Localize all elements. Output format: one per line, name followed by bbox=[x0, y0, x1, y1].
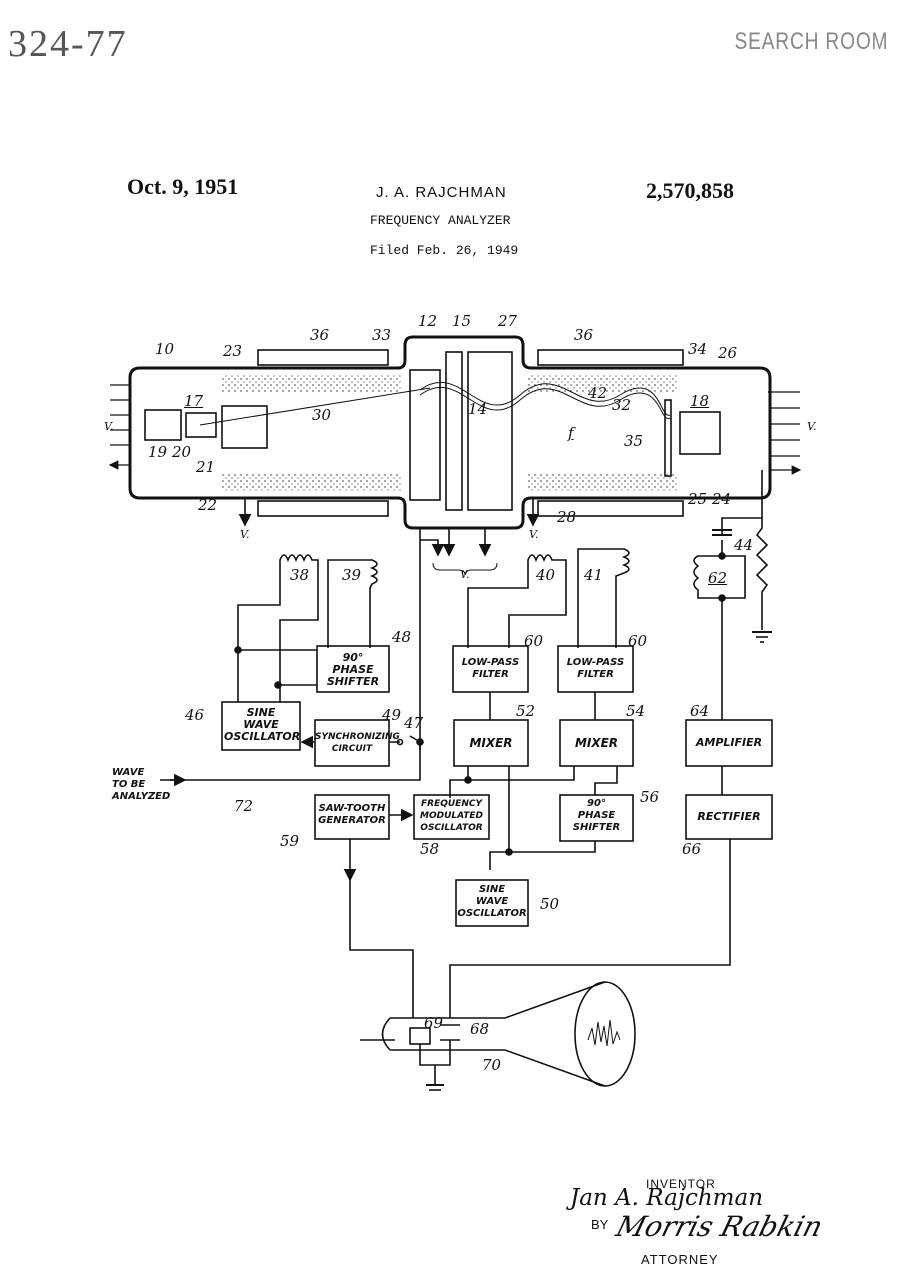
patent-number: 2,570,858 bbox=[646, 178, 734, 203]
inventor-name: J. A. RAJCHMAN bbox=[376, 184, 507, 201]
ref-26: 26 bbox=[718, 344, 738, 362]
ref-44: 44 bbox=[734, 536, 754, 554]
ref-66: 66 bbox=[682, 840, 702, 858]
ref-64: 64 bbox=[690, 702, 710, 720]
mixer-52-label: MIXER bbox=[469, 736, 513, 750]
ref-34: 34 bbox=[688, 340, 708, 358]
ref-28: 28 bbox=[557, 508, 577, 526]
amplifier-label: AMPLIFIER bbox=[695, 736, 763, 749]
mixer-54-label: MIXER bbox=[574, 736, 619, 750]
tube-envelope bbox=[110, 335, 800, 530]
voltage-label-target: V. bbox=[460, 568, 470, 581]
coil-36-left-bottom bbox=[257, 500, 389, 517]
inventor-signature: Jan A. Rajchman bbox=[570, 1185, 764, 1211]
ref-18: 18 bbox=[690, 392, 710, 410]
ref-69: 69 bbox=[424, 1014, 444, 1032]
ref-10: 10 bbox=[155, 340, 175, 358]
cathode-ray-tube bbox=[360, 981, 636, 1091]
attorney-caption: ATTORNEY bbox=[641, 1252, 719, 1267]
voltage-label-right: V. bbox=[807, 420, 817, 433]
ref-30: 30 bbox=[312, 406, 332, 424]
search-room-stamp: SEARCH ROOM bbox=[734, 28, 888, 55]
ref-50: 50 bbox=[540, 895, 560, 913]
ref-f: f bbox=[568, 424, 574, 442]
ref-54: 54 bbox=[626, 702, 646, 720]
file-stamp-number: 324-77 bbox=[8, 23, 128, 65]
ref-46: 46 bbox=[185, 706, 205, 724]
voltage-label-bottom-right: V. bbox=[529, 528, 539, 541]
ref-58: 58 bbox=[420, 840, 440, 858]
voltage-label-left: V. bbox=[104, 420, 114, 433]
ref-38: 38 bbox=[290, 566, 310, 584]
ref-47: 47 bbox=[404, 714, 424, 732]
ref-21: 21 bbox=[196, 458, 216, 476]
ref-23: 23 bbox=[223, 342, 243, 360]
attorney-signature: Morris Rabkin bbox=[612, 1210, 827, 1243]
coil-36-right-top bbox=[537, 349, 684, 366]
ref-56: 56 bbox=[640, 788, 660, 806]
ref-19: 19 bbox=[148, 443, 168, 461]
ref-49: 49 bbox=[382, 706, 402, 724]
ref-70: 70 bbox=[482, 1056, 502, 1074]
ref-39: 39 bbox=[342, 566, 362, 584]
ref-22: 22 bbox=[198, 496, 218, 514]
voltage-label-bottom-left: V. bbox=[240, 528, 250, 541]
inventor-caption: INVENTOR bbox=[646, 1177, 716, 1191]
ref-72: 72 bbox=[234, 797, 254, 815]
ref-40: 40 bbox=[536, 566, 556, 584]
ref-25: 25 bbox=[688, 490, 708, 508]
ref-41: 41 bbox=[584, 566, 604, 584]
ref-33: 33 bbox=[372, 326, 392, 344]
filed-date: Filed Feb. 26, 1949 bbox=[370, 243, 519, 258]
issue-date: Oct. 9, 1951 bbox=[127, 174, 239, 199]
ref-35: 35 bbox=[624, 432, 644, 450]
ref-62: 62 bbox=[708, 569, 728, 587]
rectifier-label: RECTIFIER bbox=[697, 810, 761, 823]
coil-36-right-bottom bbox=[537, 500, 684, 517]
ref-17: 17 bbox=[184, 392, 204, 410]
by-label: BY bbox=[591, 1217, 609, 1232]
ref-52: 52 bbox=[516, 702, 536, 720]
ref-15: 15 bbox=[452, 312, 472, 330]
ref-27: 27 bbox=[498, 312, 518, 330]
ref-60-a: 60 bbox=[524, 632, 544, 650]
ref-48: 48 bbox=[392, 628, 412, 646]
ref-60-b: 60 bbox=[628, 632, 648, 650]
ref-36-right: 36 bbox=[574, 326, 594, 344]
coil-36-left-top bbox=[257, 349, 389, 366]
ref-20: 20 bbox=[172, 443, 192, 461]
ref-36-left: 36 bbox=[310, 326, 330, 344]
ref-68: 68 bbox=[470, 1020, 490, 1038]
patent-title: FREQUENCY ANALYZER bbox=[370, 213, 511, 228]
ref-42: 42 bbox=[588, 384, 608, 402]
ref-24: 24 bbox=[712, 490, 732, 508]
ref-32: 32 bbox=[612, 396, 632, 414]
ref-59: 59 bbox=[280, 832, 300, 850]
ref-14: 14 bbox=[468, 400, 488, 418]
ref-12: 12 bbox=[418, 312, 438, 330]
